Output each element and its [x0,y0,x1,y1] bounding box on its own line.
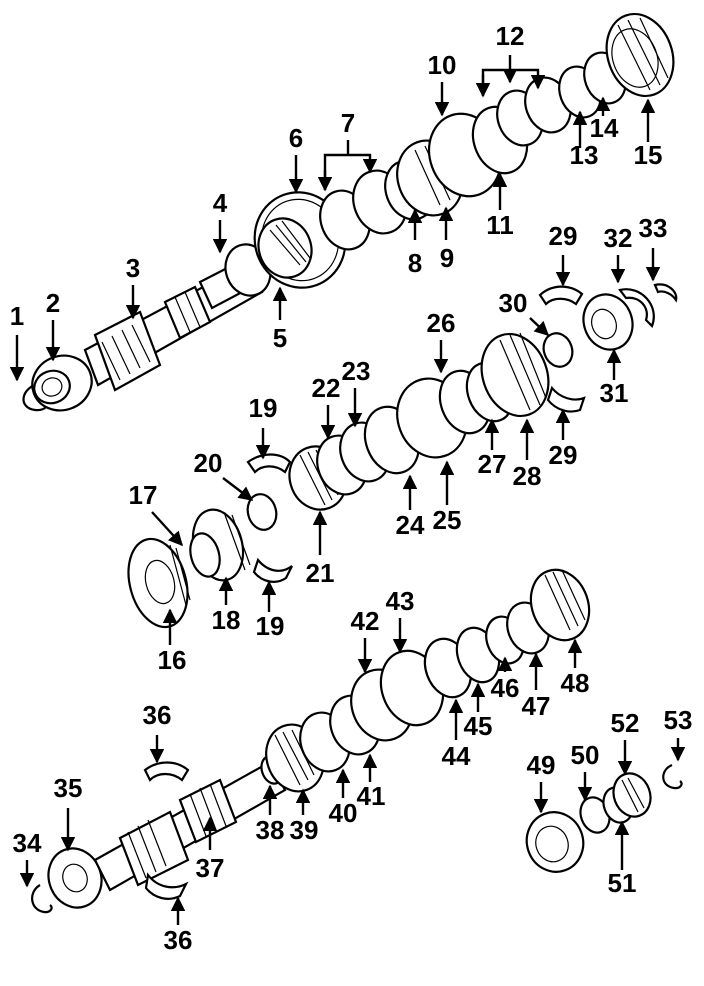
needle-bearing-29b [546,385,586,413]
output-shaft-37 [93,760,287,892]
callout-29-top: 29 [549,221,578,251]
needle-bearing-29a [538,285,584,306]
callout-28: 28 [513,461,542,491]
callout-51: 51 [608,868,637,898]
callout-48: 48 [561,668,590,698]
gear-28 [480,332,550,418]
callout-47: 47 [522,691,551,721]
needle-bearing-36b [144,872,189,900]
callout-14: 14 [590,113,619,143]
callout-20: 20 [194,448,223,478]
needle-bearing-19b [252,557,293,583]
output-shaft-assembly [31,568,683,914]
snap-ring-33 [653,283,678,303]
callout-10: 10 [428,50,457,80]
callout-29-bottom: 29 [549,440,578,470]
callout-12: 12 [496,21,525,51]
callout-13: 13 [570,140,599,170]
callout-21: 21 [306,558,335,588]
callout-4: 4 [213,188,228,218]
callout-6: 6 [289,123,303,153]
snap-ring-34 [31,884,53,914]
callout-22: 22 [312,373,341,403]
callout-30: 30 [499,288,528,318]
callout-33: 33 [639,213,668,243]
gear-16 [127,537,191,629]
callout-32: 32 [604,223,633,253]
needle-bearing-19a [246,453,292,474]
callout-17: 17 [129,480,158,510]
callout-37: 37 [196,853,225,883]
callout-43: 43 [386,586,415,616]
callout-50: 50 [571,740,600,770]
callout-16: 16 [158,645,187,675]
callout-19-top: 19 [249,393,278,423]
callout-2: 2 [46,288,60,318]
snap-ring-32 [618,288,655,328]
callout-40: 40 [329,798,358,828]
callout-5: 5 [273,323,287,353]
callout-15: 15 [634,140,663,170]
main-shaft-assembly [22,12,675,412]
callout-46: 46 [491,673,520,703]
callout-45: 45 [464,711,493,741]
gear-18 [189,508,251,582]
callout-36-top: 36 [143,700,172,730]
callout-31: 31 [600,378,629,408]
callout-27: 27 [478,449,507,479]
callout-3: 3 [126,253,140,283]
callout-labels: 1 2 3 4 5 6 7 8 9 10 11 12 13 14 15 16 1… [10,21,693,955]
callout-24: 24 [396,510,425,540]
bearing-49 [525,811,585,873]
bushing-20 [246,493,278,531]
callout-52: 52 [611,708,640,738]
callout-39: 39 [290,815,319,845]
callout-18: 18 [212,605,241,635]
leader-lines [9,55,686,925]
callout-53: 53 [664,705,693,735]
callout-7: 7 [341,108,355,138]
callout-35: 35 [54,773,83,803]
flange-35 [47,847,103,909]
callout-9: 9 [440,243,454,273]
callout-44: 44 [442,741,471,771]
gear-15 [605,12,675,98]
callout-34: 34 [13,828,42,858]
gear-31 [582,293,634,351]
callout-36-bottom: 36 [164,925,193,955]
callout-25: 25 [433,505,462,535]
needle-bearing-36a [143,761,190,782]
callout-26: 26 [427,308,456,338]
bushing-30 [542,332,574,368]
callout-11: 11 [486,210,514,240]
callout-41: 41 [357,781,386,811]
callout-42: 42 [351,606,380,636]
snap-ring-53 [662,763,683,790]
callout-49: 49 [527,750,556,780]
callout-23: 23 [342,356,371,386]
counter-shaft-assembly [127,283,678,629]
callout-8: 8 [408,248,422,278]
callout-38: 38 [256,815,285,845]
main-shaft-3 [83,260,264,392]
callout-19-bottom: 19 [256,611,285,641]
callout-1: 1 [10,301,24,331]
